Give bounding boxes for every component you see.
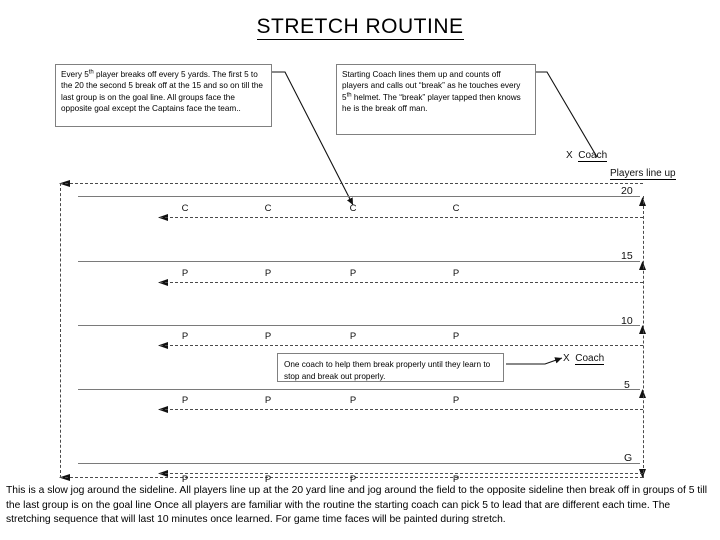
yard-line-10 bbox=[78, 325, 640, 326]
callout-starting-coach: Starting Coach lines them up and counts … bbox=[336, 64, 536, 135]
label-players-line-up-text: Players line up bbox=[610, 168, 676, 180]
field-boundary-left bbox=[60, 183, 61, 478]
marker-p-15-2: P bbox=[264, 268, 272, 279]
ordinal-suffix-th: th bbox=[346, 92, 352, 99]
label-coach-mid-word: Coach bbox=[575, 353, 605, 365]
field-boundary-right bbox=[643, 196, 644, 478]
marker-p-10-1: P bbox=[181, 331, 189, 342]
yard-line-20 bbox=[78, 196, 640, 197]
ordinal-suffix-th: th bbox=[88, 69, 94, 76]
marker-p-15-1: P bbox=[181, 268, 189, 279]
marker-p-10-3: P bbox=[349, 331, 357, 342]
callout-one-coach: One coach to help them break properly un… bbox=[277, 353, 504, 382]
yard-number-5: 5 bbox=[624, 379, 630, 391]
yard-number-10: 10 bbox=[621, 315, 633, 327]
player-row-dashed-20 bbox=[160, 217, 643, 218]
yard-line-5 bbox=[78, 389, 640, 390]
marker-c-20-1: C bbox=[181, 203, 189, 214]
marker-c-20-3: C bbox=[349, 203, 357, 214]
marker-p-10-4: P bbox=[452, 331, 460, 342]
marker-p-5-1: P bbox=[181, 395, 189, 406]
label-coach-mid-x: X bbox=[563, 353, 570, 364]
yard-line-15 bbox=[78, 261, 640, 262]
label-coach-top: X Coach bbox=[566, 150, 608, 162]
marker-p-5-2: P bbox=[264, 395, 272, 406]
marker-p-5-4: P bbox=[452, 395, 460, 406]
marker-p-15-4: P bbox=[452, 268, 460, 279]
marker-c-20-2: C bbox=[264, 203, 272, 214]
player-row-dashed-15 bbox=[160, 282, 643, 283]
player-row-dashed-10 bbox=[160, 345, 643, 346]
bottom-description: This is a slow jog around the sideline. … bbox=[6, 485, 708, 526]
label-coach-top-x: X bbox=[566, 150, 573, 161]
marker-p-5-3: P bbox=[349, 395, 357, 406]
marker-p-goal-3: P bbox=[349, 474, 357, 485]
label-players-line-up: Players line up bbox=[610, 168, 676, 180]
yard-number-20: 20 bbox=[621, 185, 633, 197]
marker-c-20-4: C bbox=[452, 203, 460, 214]
player-row-dashed-5 bbox=[160, 409, 643, 410]
marker-p-goal-1: P bbox=[181, 474, 189, 485]
page-title: STRETCH ROUTINE bbox=[0, 15, 720, 40]
label-coach-mid: X Coach bbox=[563, 353, 605, 365]
field-boundary-top bbox=[60, 183, 643, 184]
label-coach-top-word: Coach bbox=[578, 150, 608, 162]
callout-break-off: Every 5th player breaks off every 5 yard… bbox=[55, 64, 272, 127]
callout-starting-coach-part-a: Starting Coach lines them up and counts … bbox=[342, 70, 521, 102]
leader-line-starting-coach bbox=[536, 71, 598, 158]
marker-p-15-3: P bbox=[349, 268, 357, 279]
marker-p-goal-4: P bbox=[452, 474, 460, 485]
marker-p-10-2: P bbox=[264, 331, 272, 342]
marker-p-goal-2: P bbox=[264, 474, 272, 485]
leader-line-one-coach bbox=[506, 357, 563, 365]
yard-number-15: 15 bbox=[621, 250, 633, 262]
callout-starting-coach-part-b: helmet. The “break” player tapped then k… bbox=[342, 92, 521, 114]
yard-line-goal bbox=[78, 463, 640, 464]
page-title-text: STRETCH ROUTINE bbox=[256, 15, 464, 40]
player-row-dashed-goal bbox=[160, 473, 643, 474]
yard-number-goal: G bbox=[624, 452, 633, 464]
field-boundary-bottom bbox=[60, 477, 643, 478]
